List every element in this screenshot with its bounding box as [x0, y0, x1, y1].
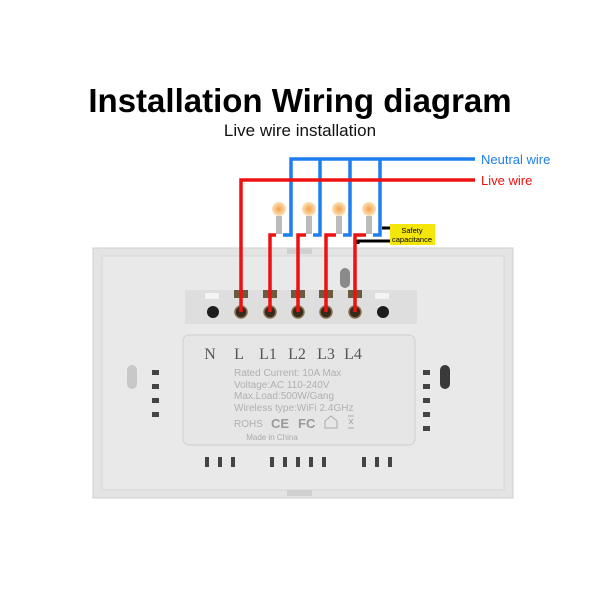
cert-fc: FC — [298, 416, 316, 431]
made-in-label: Made in China — [246, 433, 298, 442]
diagram-subtitle: Live wire installation — [224, 121, 376, 140]
home-icon — [324, 415, 338, 429]
capacitor-label-line2: capacitance — [392, 235, 432, 244]
terminal-label-l1: L1 — [259, 346, 277, 363]
light-bulb-icon — [332, 202, 346, 234]
neutral-wire — [283, 157, 475, 237]
cert-ce: CE — [271, 416, 289, 431]
light-bulb-icon — [302, 202, 316, 234]
weee-bin-icon — [348, 415, 354, 429]
spec-voltage: Voltage:AC 110-240V — [234, 380, 330, 391]
terminal-label-l2: L2 — [288, 346, 306, 363]
neutral-wire-label: Neutral wire — [481, 152, 550, 167]
live-wire — [239, 178, 475, 312]
safety-capacitance-box — [390, 224, 435, 245]
cert-rohs: ROHS — [234, 419, 263, 430]
terminal-label-l: L — [234, 346, 244, 363]
terminal-label-l3: L3 — [317, 346, 335, 363]
light-bulb-icon — [362, 202, 376, 234]
screw-slot — [340, 268, 350, 288]
spec-wireless: Wireless type:WiFi 2.4GHz — [234, 403, 353, 414]
terminal-label-n: N — [204, 346, 216, 363]
diagram-title: Installation Wiring diagram — [88, 82, 511, 119]
capacitor-label-line1: Safety — [401, 226, 423, 235]
light-bulb-icon — [272, 202, 286, 234]
terminal-label-l4: L4 — [344, 346, 362, 363]
spec-max-load: Max.Load:500W/Gang — [234, 391, 334, 402]
spec-rated-current: Rated Current: 10A Max — [234, 368, 341, 379]
live-wire-label: Live wire — [481, 173, 532, 188]
